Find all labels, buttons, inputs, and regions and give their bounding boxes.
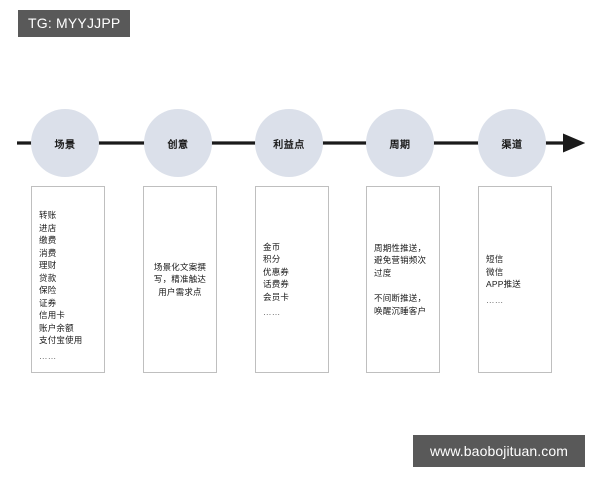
box-paragraph: 周期性推送，避免营销频次过度 [374,242,427,278]
stage-label: 渠道 [501,139,523,151]
box-line-item: 贷款 [39,272,57,283]
stage-label: 周期 [389,139,411,151]
box-line-item: 优惠券 [263,266,290,277]
box-line-item: 进店 [39,222,57,233]
box-line-item: 话费券 [263,279,290,289]
stage-circle-3[interactable]: 利益点 [255,109,323,177]
box-paragraph: 不间断推送，唤醒沉睡客户 [374,293,427,316]
box-content: 短信微信 APP推送 …… [479,253,551,306]
box-content: 周期性推送，避免营销频次过度不间断推送，唤醒沉睡客户 [367,242,439,318]
box-line-item: 转账 [39,210,57,220]
cycle-box[interactable]: 周期性推送，避免营销频次过度不间断推送，唤醒沉睡客户 [366,186,440,373]
paragraph-spacer [374,279,432,292]
box-line-item: 微信 [486,266,504,277]
box-line-item: 会员卡 [263,291,290,302]
stage-circle-1[interactable]: 场景 [31,109,99,177]
creative-box[interactable]: 场景化文案撰写，精准触达用户需求点 [143,186,217,373]
box-line-item: 信用卡 [39,310,66,320]
box-line-item: 积分 [263,254,281,264]
box-line-item: 支付宝使用 [39,335,83,345]
stage-circle-2[interactable]: 创意 [144,109,212,177]
box-line-item: 账户余额 [39,322,74,333]
box-ellipsis: …… [39,350,57,361]
box-line-item: 保险 [39,285,57,295]
scene-box[interactable]: 转账进店缴费消费理财贷款保险证券信用卡账户余额支付宝使用 …… [31,186,105,373]
stage-circle-4[interactable]: 周期 [366,109,434,177]
stage-circle-5[interactable]: 渠道 [478,109,546,177]
channel-box[interactable]: 短信微信 APP推送 …… [478,186,552,373]
box-line-item: 短信 [486,254,504,264]
source-tag-badge: TG: MYYJJPP [18,10,131,37]
box-line-item: APP推送 [486,279,522,289]
box-line-item: 证券 [39,297,57,308]
box-line-item: 缴费 [39,235,57,245]
box-paragraph: 场景化文案撰写，精准触达用户需求点 [153,261,207,297]
box-line-item: 理财 [39,260,57,270]
site-watermark: www.baobojituan.com [413,435,585,467]
box-ellipsis: …… [263,307,281,317]
stage-label: 场景 [54,139,76,151]
box-content: 转账进店缴费消费理财贷款保险证券信用卡账户余额支付宝使用 …… [32,209,104,362]
box-content: 金币积分优惠券话费券会员卡 …… [256,241,328,319]
box-line-item: 金币 [263,241,281,252]
box-ellipsis: …… [486,294,504,305]
box-content: 场景化文案撰写，精准触达用户需求点 [144,261,216,299]
box-line-item: 消费 [39,247,57,258]
benefit-box[interactable]: 金币积分优惠券话费券会员卡 …… [255,186,329,373]
stage-label: 创意 [167,139,189,151]
stage-label: 利益点 [273,139,305,151]
